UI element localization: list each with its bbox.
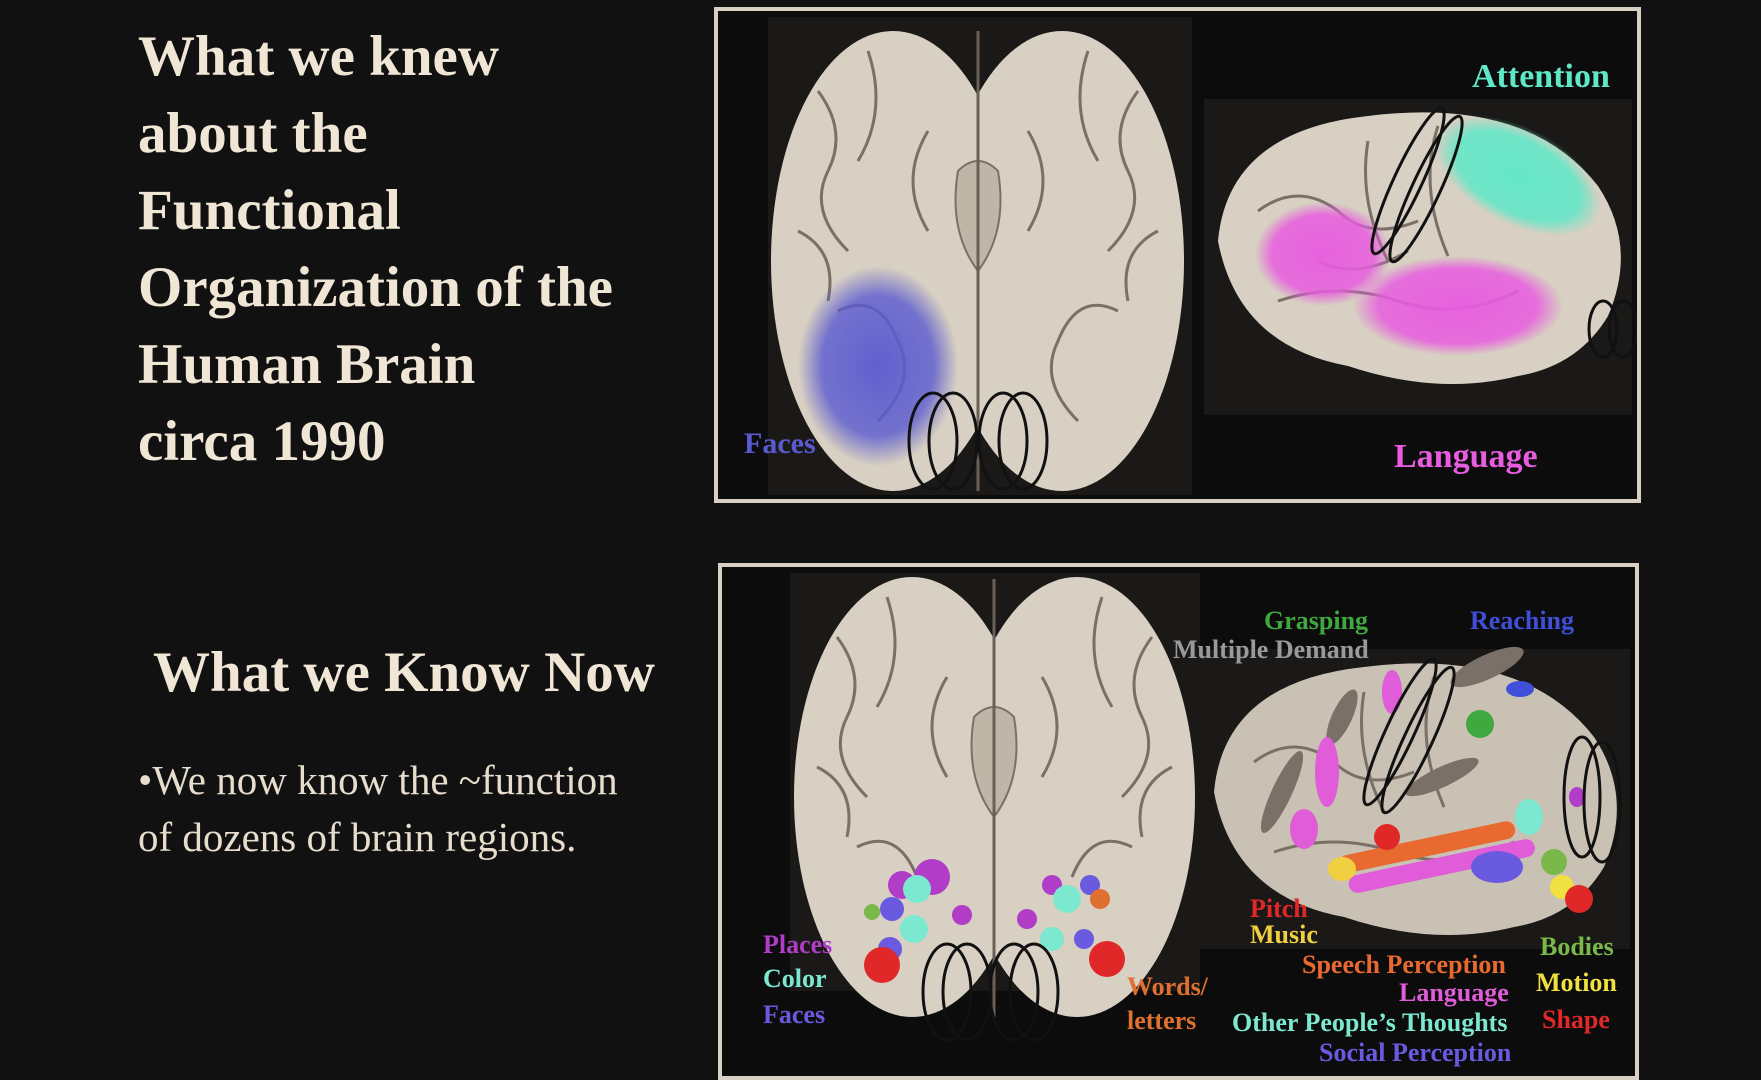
title-1990-line: circa 1990 — [138, 410, 386, 473]
title-1990-line: Human Brain — [138, 333, 476, 396]
title-1990-line: Organization of the — [138, 256, 613, 319]
label-speech-perception: Speech Perception — [1302, 950, 1506, 979]
label-grasping: Grasping — [1264, 606, 1368, 635]
bullet-text: •We now know the ~function of dozens of … — [138, 752, 698, 866]
ventral-brain — [794, 577, 1195, 1017]
faces-region — [798, 266, 958, 466]
coil-ventral — [921, 942, 1060, 1042]
coil-lateral — [1362, 657, 1622, 864]
attention-region — [1435, 116, 1601, 236]
label-pitch: Pitch — [1250, 894, 1308, 923]
label-bodies: Bodies — [1540, 932, 1614, 961]
language-frontal-region — [1255, 202, 1391, 306]
label-faces: Faces — [744, 427, 816, 460]
coil-ventral — [907, 391, 1049, 491]
title-1990-line: about the — [138, 102, 368, 165]
label-faces: Faces — [763, 1000, 825, 1029]
title-1990-line: What we knew — [138, 25, 500, 88]
title-now: What we Know Now — [153, 641, 655, 704]
label-music: Music — [1250, 920, 1318, 949]
label-language: Language — [1394, 438, 1538, 475]
figure-1990-panel: Faces Attention Language — [714, 7, 1641, 503]
label-reaching: Reaching — [1470, 606, 1574, 635]
label-shape: Shape — [1542, 1005, 1610, 1034]
label-multiple-demand: Multiple Demand — [1173, 635, 1369, 664]
title-1990-line: Functional — [138, 179, 401, 242]
figure-now-panel: Grasping Reaching Multiple Demand Places… — [718, 563, 1639, 1080]
label-places: Places — [763, 930, 832, 959]
language-temporal-region — [1353, 256, 1563, 356]
bullet-line: •We now know the ~function — [138, 757, 618, 803]
label-language: Language — [1399, 978, 1509, 1007]
bullet-line: of dozens of brain regions. — [138, 814, 577, 860]
label-motion: Motion — [1536, 968, 1617, 997]
figure-now-svg: Grasping Reaching Multiple Demand Places… — [763, 573, 1630, 1067]
ventral-region-dots — [864, 859, 1125, 983]
label-letters: letters — [1127, 1006, 1196, 1035]
label-social-perception: Social Perception — [1319, 1038, 1512, 1067]
label-color: Color — [763, 964, 827, 993]
lateral-region-marks — [1260, 646, 1593, 913]
label-other-thoughts: Other People’s Thoughts — [1232, 1008, 1507, 1037]
label-attention: Attention — [1472, 58, 1610, 95]
label-words: Words/ — [1127, 972, 1209, 1001]
title-1990: What we knew about the Functional Organi… — [138, 18, 698, 480]
figure-1990-svg: Faces Attention Language — [744, 17, 1637, 495]
coil-lateral — [1370, 106, 1637, 359]
